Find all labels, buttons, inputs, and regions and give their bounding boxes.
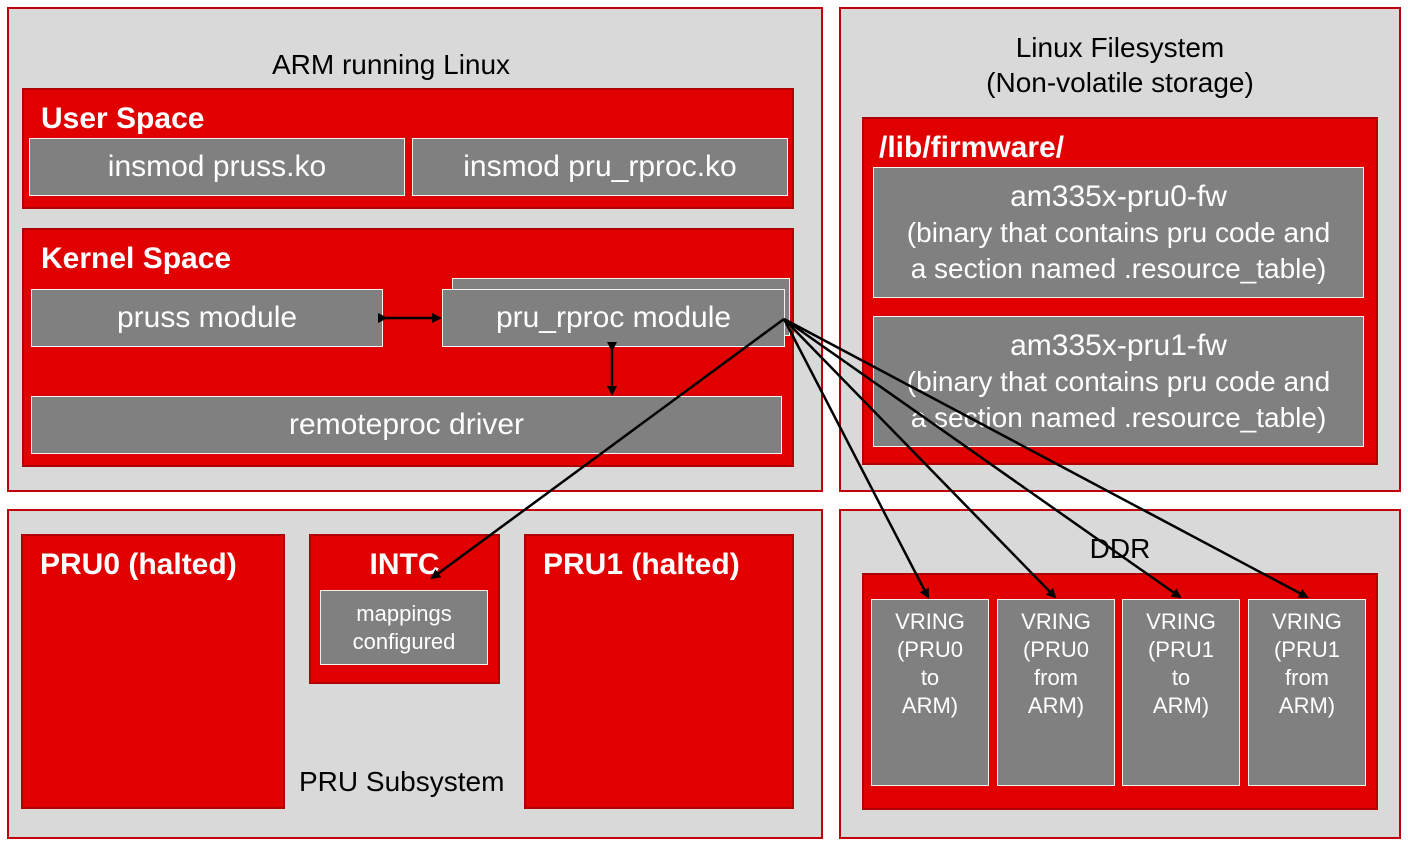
pru0-label: PRU0 (halted) — [40, 548, 237, 581]
firmware-file-pru1: am335x-pru1-fw (binary that contains pru… — [873, 316, 1364, 447]
firmware-file-pru0-desc1: (binary that contains pru code and — [906, 216, 1331, 248]
vring-pru1-from-arm: VRING (PRU1 from ARM) — [1248, 599, 1366, 786]
vring-line: (PRU1 — [1147, 637, 1214, 662]
vring-line: VRING — [1146, 609, 1216, 634]
vring-line: (PRU0 — [896, 637, 963, 662]
firmware-folder-header: /lib/firmware/ — [879, 131, 1065, 164]
firmware-file-pru1-desc1: (binary that contains pru code and — [906, 365, 1331, 397]
firmware-file-pru0-name: am335x-pru0-fw — [1010, 179, 1227, 213]
intc-label: INTC — [369, 548, 440, 581]
firmware-file-pru1-desc2: a section named .resource_table) — [910, 401, 1327, 433]
vring-line: ARM) — [1152, 693, 1210, 718]
filesystem-title-1: Linux Filesystem — [1015, 32, 1225, 63]
intc-mappings-line1: mappings — [356, 600, 452, 626]
filesystem-title-2: (Non-volatile storage) — [986, 67, 1254, 98]
insmod-pru-rproc-box: insmod pru_rproc.ko — [412, 138, 788, 196]
vring-line: VRING — [895, 609, 965, 634]
vring-line: ARM) — [901, 693, 959, 718]
intc-mappings-box: mappings configured — [320, 590, 488, 665]
vring-line: ARM) — [1027, 693, 1085, 718]
ddr-title: DDR — [1089, 533, 1151, 564]
vring-line: from — [1034, 665, 1078, 690]
vring-pru0-from-arm: VRING (PRU0 from ARM) — [997, 599, 1115, 786]
vring-pru0-to-arm: VRING (PRU0 to ARM) — [871, 599, 989, 786]
vring-line: (PRU0 — [1022, 637, 1089, 662]
insmod-pruss-box: insmod pruss.ko — [29, 138, 405, 196]
arm-title: ARM running Linux — [271, 49, 511, 80]
user-space-header: User Space — [41, 102, 205, 135]
vring-line: from — [1285, 665, 1329, 690]
pru-rproc-module-box: pru_rproc module — [442, 289, 785, 347]
vring-line: (PRU1 — [1273, 637, 1340, 662]
intc-mappings-line2: configured — [352, 628, 456, 654]
firmware-file-pru0: am335x-pru0-fw (binary that contains pru… — [873, 167, 1364, 298]
pru-subsystem-title: PRU Subsystem — [299, 766, 505, 797]
vring-line: VRING — [1021, 609, 1091, 634]
vring-line: ARM) — [1278, 693, 1336, 718]
vring-line: VRING — [1272, 609, 1342, 634]
vring-pru1-to-arm: VRING (PRU1 to ARM) — [1122, 599, 1240, 786]
vring-line: to — [920, 665, 940, 690]
firmware-file-pru1-name: am335x-pru1-fw — [1010, 328, 1227, 362]
kernel-space-header: Kernel Space — [41, 242, 232, 275]
pru1-label: PRU1 (halted) — [543, 548, 740, 581]
pruss-module-box: pruss module — [31, 289, 383, 347]
pru0-box: PRU0 (halted) — [21, 534, 285, 809]
remoteproc-driver-box: remoteproc driver — [31, 396, 782, 454]
pru1-box: PRU1 (halted) — [524, 534, 794, 809]
firmware-file-pru0-desc2: a section named .resource_table) — [910, 252, 1327, 284]
vring-line: to — [1171, 665, 1191, 690]
